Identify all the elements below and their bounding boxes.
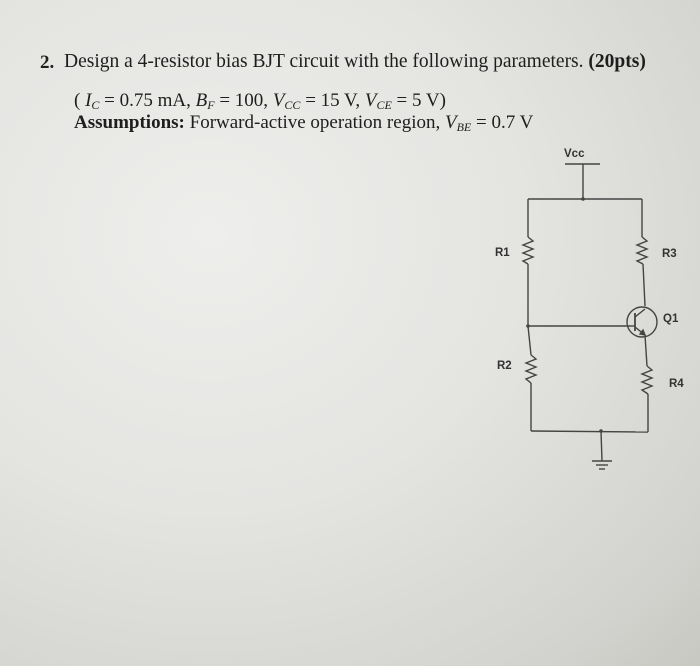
bf-subscript: F: [207, 98, 215, 112]
resistor-r2: [524, 354, 538, 384]
question-body: Design a 4-resistor bias BJT circuit wit…: [64, 51, 584, 72]
vbe-value: = 0.7 V: [476, 112, 534, 133]
question-number: 2.: [40, 52, 55, 73]
assumptions-line: Assumptions: Forward-active operation re…: [74, 112, 533, 135]
label-vcc: Vcc: [564, 148, 585, 160]
vcc-symbol: V: [272, 90, 285, 111]
assumptions-text: Forward-active operation region,: [189, 112, 441, 133]
junction-dot: [581, 197, 585, 201]
ic-symbol: I: [85, 90, 92, 111]
parameters-line: ( IC = 0.75 mA, BF = 100, VCC = 15 V, VC…: [74, 90, 446, 113]
vcc-value: = 15 V,: [305, 90, 361, 111]
vbe-symbol: V: [444, 112, 457, 133]
bottom-rail-wire: [530, 430, 649, 433]
bf-symbol: B: [195, 90, 208, 111]
resistor-r1: [521, 236, 535, 265]
bf-value: = 100,: [219, 90, 269, 111]
vce-value: = 5 V): [396, 90, 446, 111]
vce-subscript: CE: [376, 98, 392, 112]
question-text: Design a 4-resistor bias BJT circuit wit…: [64, 51, 646, 73]
question-points: (20pts): [588, 51, 646, 72]
junction-dot: [599, 429, 603, 433]
junction-dot: [526, 324, 530, 328]
ic-value: = 0.75 mA,: [104, 90, 191, 111]
resistor-r3: [635, 236, 649, 265]
label-r1: R1: [495, 247, 510, 259]
resistor-r4: [640, 365, 654, 395]
transistor-q1: [626, 306, 658, 338]
paren-open: (: [74, 90, 81, 111]
label-r2: R2: [497, 360, 512, 372]
ic-subscript: C: [91, 98, 100, 112]
label-r3: R3: [662, 248, 677, 260]
vce-symbol: V: [364, 90, 377, 111]
label-r4: R4: [669, 378, 684, 390]
assumptions-label: Assumptions:: [74, 112, 185, 133]
label-q1: Q1: [663, 313, 679, 325]
vcc-subscript: CC: [284, 98, 301, 112]
vbe-subscript: BE: [456, 120, 472, 134]
